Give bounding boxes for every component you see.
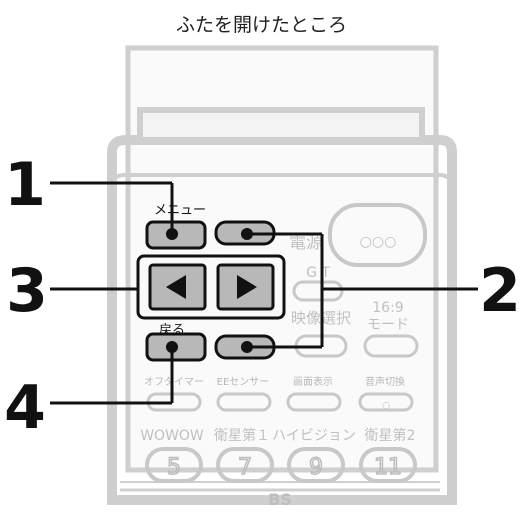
label-audio-switch: 音声切換 <box>365 375 405 388</box>
guide-button <box>292 280 344 302</box>
channel-label-11: 11 <box>374 455 402 480</box>
aspect-mode-button <box>363 334 419 358</box>
arrow-keys-frame <box>136 254 286 320</box>
label-aspect-169: 16:9 <box>372 300 403 316</box>
screen-display-button <box>286 392 342 412</box>
callout-number-4: 4 <box>4 373 46 443</box>
label-wowow: WOWOW <box>140 428 204 444</box>
label-power: 電源 <box>289 233 323 253</box>
channel-label-5: 5 <box>167 455 181 480</box>
channel-button-11 <box>359 447 417 483</box>
audio-switch-button <box>358 392 414 412</box>
channel-label-9: 9 <box>309 455 323 480</box>
label-ee-sensor: EEセンサー <box>217 376 270 388</box>
callout-number-3: 3 <box>6 256 48 326</box>
channel-button-5 <box>145 447 203 483</box>
callout-1: 1 <box>4 150 178 240</box>
callout-number-2: 2 <box>479 256 521 326</box>
channel-button-7 <box>216 447 274 483</box>
label-hivision: ハイビジョン <box>272 428 356 444</box>
callout-2: 2 <box>241 228 521 353</box>
audio-mark: ○ <box>382 401 390 411</box>
callout-number-1: 1 <box>4 150 46 220</box>
left-arrow-icon <box>166 275 186 299</box>
label-eisei1: 衛星第１ <box>214 427 270 444</box>
label-menu: メニュー <box>154 203 206 218</box>
caption: ふたを開けたところ <box>175 14 347 36</box>
label-aspect-mode: モード <box>367 317 409 333</box>
channel-label-7: 7 <box>238 455 252 480</box>
label-screen-display: 画面表示 <box>293 375 333 388</box>
bs-logo: BS <box>268 490 292 509</box>
callout-3: 3 <box>6 256 138 326</box>
callout-4: 4 <box>4 341 178 443</box>
channel-button-9 <box>287 447 345 483</box>
power-dots: ○○○ <box>360 234 397 250</box>
power-button: ○○○ <box>328 203 427 267</box>
label-off-timer: オフタイマー <box>144 376 204 388</box>
label-eisei2: 衛星第2 <box>365 427 416 444</box>
right-arrow-icon <box>237 275 257 299</box>
ee-sensor-button <box>216 392 272 412</box>
label-guide: G T <box>306 265 330 281</box>
